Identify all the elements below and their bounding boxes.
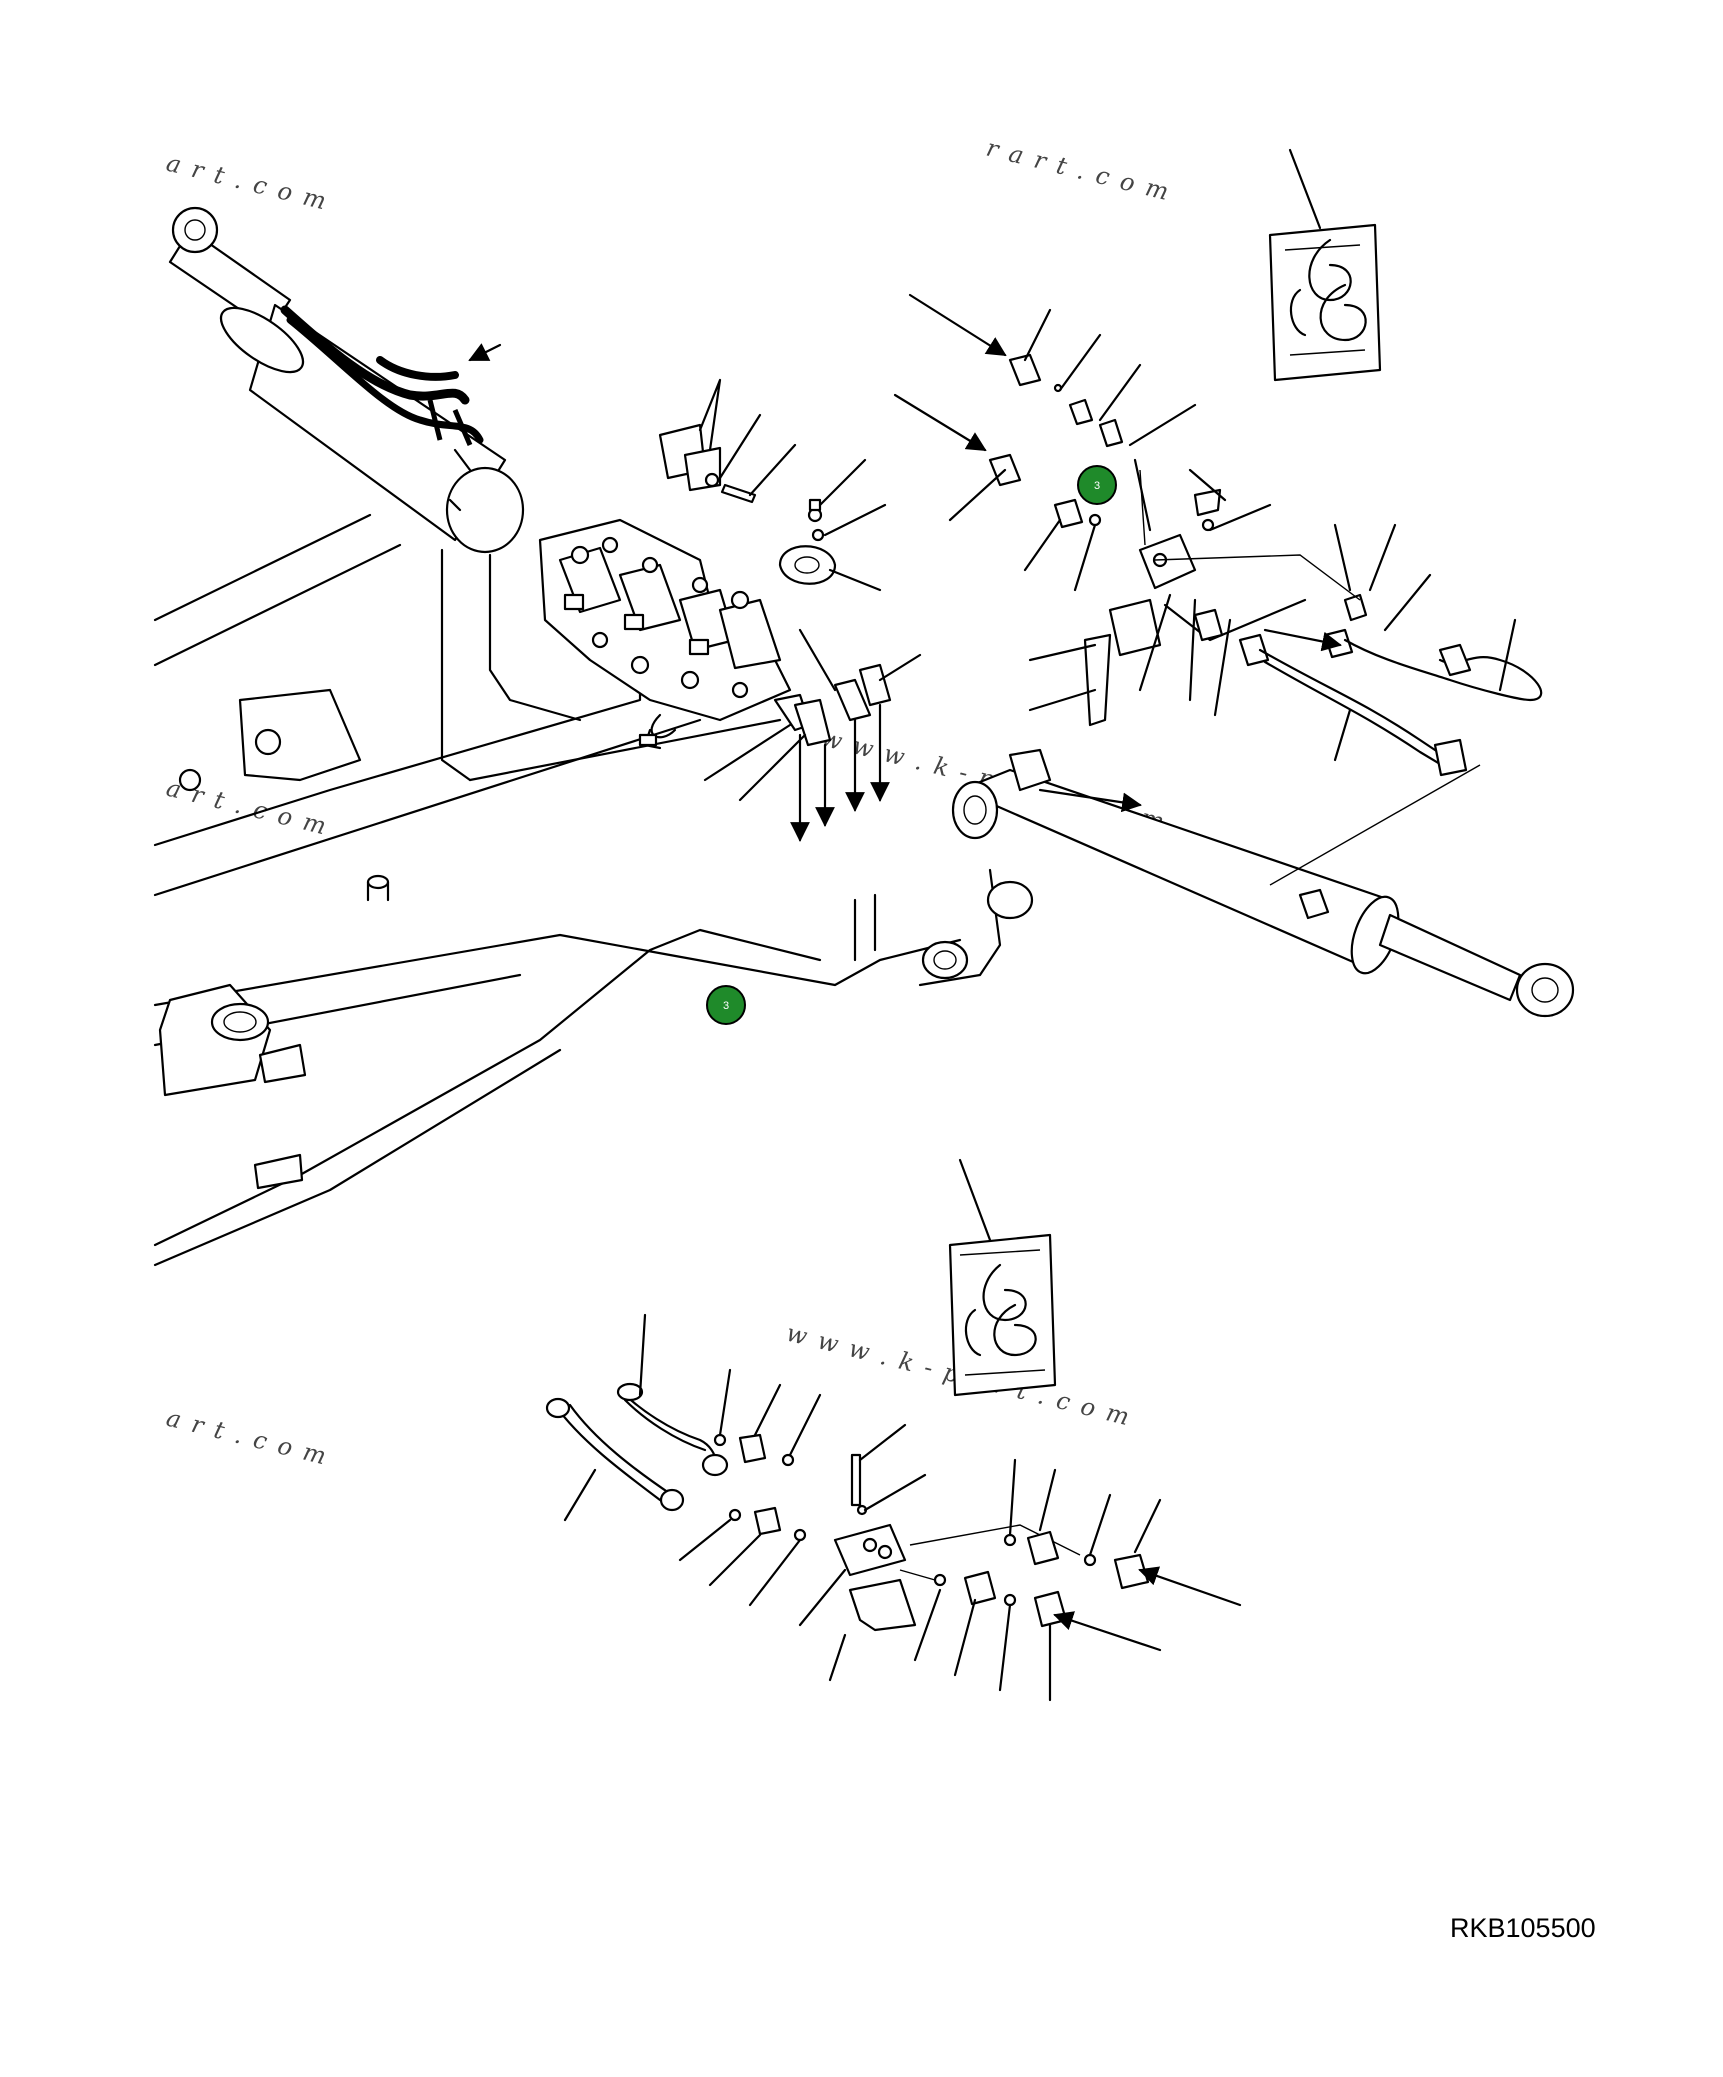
- watermark-text: a r t . c o m: [164, 1404, 331, 1471]
- watermark-text: a r t . c o m: [164, 149, 331, 216]
- lower-fittings-group: [545, 1313, 1242, 1702]
- machine-frame: [153, 513, 1034, 1267]
- hydraulic-cylinder-right: [951, 748, 1575, 1018]
- hydraulic-cylinder-left: [168, 206, 525, 554]
- upper-right-fittings: [893, 293, 1543, 777]
- seal-kit-lower: [948, 1158, 1057, 1397]
- watermark-text: r a r t . c o m: [984, 134, 1174, 207]
- callout-label: 3: [723, 1000, 729, 1012]
- seal-kit-upper: [1268, 148, 1382, 382]
- clamp-parts: [658, 378, 887, 592]
- control-valve-assembly: [538, 518, 922, 842]
- drawing-reference-code: RKB105500: [1450, 1913, 1596, 1943]
- callout-label: 3: [1094, 480, 1100, 492]
- callout-badge[interactable]: 3: [706, 985, 746, 1025]
- callout-badge[interactable]: 3: [1077, 465, 1117, 505]
